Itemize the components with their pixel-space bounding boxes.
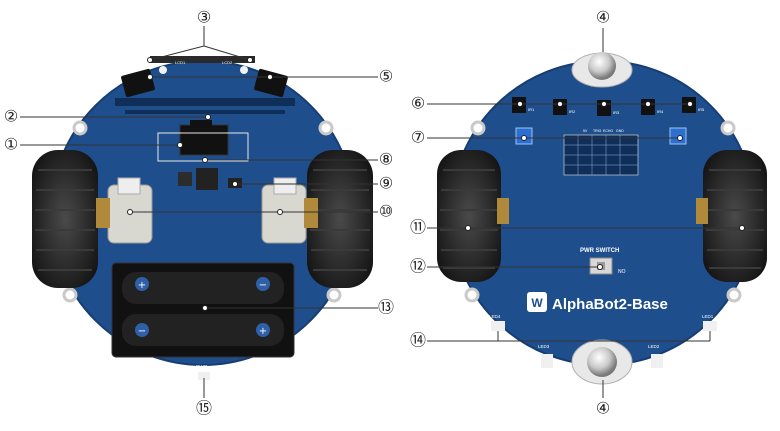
header-labels: 5V TRIG ECHO GND xyxy=(583,129,624,133)
callout-8: ⑧ xyxy=(379,152,393,169)
caster-ball-top xyxy=(588,52,616,80)
battery-terminals xyxy=(135,277,270,337)
led-label: LED4 xyxy=(489,314,501,319)
lcd1-label: LCD1 xyxy=(175,60,186,65)
svg-text:ECHO: ECHO xyxy=(603,129,613,133)
motor-gear xyxy=(304,198,318,228)
caster-ball-bottom xyxy=(587,347,617,377)
callout-5: ⑤ xyxy=(379,69,393,86)
mount-hole xyxy=(464,287,480,303)
chip-small xyxy=(178,172,192,186)
ir-label: IR5 xyxy=(698,107,705,112)
line-sensor-left xyxy=(121,68,155,98)
pwr-label: PWR xyxy=(196,365,208,371)
callout-9: ⑨ xyxy=(379,176,393,193)
svg-text:−: − xyxy=(259,280,267,291)
callout-11: ⑪ xyxy=(410,219,426,237)
callout-3: ③ xyxy=(197,10,211,27)
header-2x8 xyxy=(179,124,229,156)
callout-10: ⑩ xyxy=(379,204,393,221)
pin-strip xyxy=(150,56,255,63)
callout-4-bottom: ④ xyxy=(596,401,610,418)
left-wheel xyxy=(32,150,98,288)
svg-text:+: + xyxy=(138,280,146,291)
pwr-led xyxy=(198,372,210,380)
board-title: AlphaBot2-Base xyxy=(552,296,668,313)
mount-hole xyxy=(726,287,742,303)
callout-13: ⑬ xyxy=(378,299,394,317)
led-label: LED1 xyxy=(702,314,714,319)
leader-dots xyxy=(127,57,745,311)
ir-label: IR3 xyxy=(613,110,620,115)
chip-l298p xyxy=(196,168,218,190)
ir-label: IR2 xyxy=(569,109,576,114)
ir-led xyxy=(159,66,167,74)
callout-6: ⑥ xyxy=(411,96,425,113)
callouts: ③ ⑤ ② ① ⑧ ⑨ ⑩ ⑬ ⑮ ④ ⑥ ⑦ ⑪ ⑫ ⑭ ④ xyxy=(4,10,610,418)
svg-text:W: W xyxy=(531,296,543,310)
motor-shaft-block xyxy=(273,177,297,195)
battery-polarity: + − − + xyxy=(138,280,267,337)
switch-no-label: NO xyxy=(618,269,626,275)
callout-14: ⑭ xyxy=(410,332,426,350)
led-label: LED3 xyxy=(538,344,550,349)
led xyxy=(541,354,553,368)
wheel-tread xyxy=(440,169,764,269)
header-small xyxy=(190,120,212,127)
svg-text:−: − xyxy=(138,326,146,337)
led-label: LED2 xyxy=(648,344,660,349)
svg-text:TRIG: TRIG xyxy=(593,129,602,133)
battery-slot xyxy=(122,314,284,346)
wheel-hub-gear xyxy=(696,198,708,224)
lcd2-label: LCD2 xyxy=(222,60,233,65)
smd-row xyxy=(115,98,295,106)
mount-hole xyxy=(326,287,342,303)
callout-12: ⑫ xyxy=(410,258,426,276)
left-board: LCD1 LCD2 xyxy=(32,56,373,380)
callout-7: ⑦ xyxy=(411,130,425,147)
callout-2: ② xyxy=(4,109,18,126)
line-sensor-right xyxy=(254,68,288,98)
mount-hole xyxy=(318,120,334,136)
motor-shaft-block xyxy=(117,177,141,195)
led xyxy=(703,321,717,331)
ir-sensor-labels: IR1 IR2 IR3 IR4 IR5 xyxy=(528,107,705,115)
mount-hole xyxy=(72,120,88,136)
battery-slot xyxy=(122,272,284,304)
callout-4-top: ④ xyxy=(596,10,610,27)
mount-hole xyxy=(720,120,736,136)
pwr-switch-label: PWR SWITCH xyxy=(580,248,619,254)
ir-led xyxy=(240,66,248,74)
svg-text:5V: 5V xyxy=(583,129,588,133)
motor-gear xyxy=(96,198,110,228)
led xyxy=(651,354,663,368)
mount-hole xyxy=(470,120,486,136)
mount-hole xyxy=(62,287,78,303)
header-grid-lines xyxy=(564,135,638,175)
wheel-hub-gear xyxy=(497,198,509,224)
svg-text:+: + xyxy=(259,326,267,337)
svg-text:GND: GND xyxy=(616,129,624,133)
wheel-tread xyxy=(35,169,370,271)
ir-label: IR4 xyxy=(657,109,664,114)
ir-label: IR1 xyxy=(528,107,535,112)
led xyxy=(491,321,505,331)
smd-row xyxy=(125,110,285,114)
waveshare-logo-icon: W xyxy=(527,292,547,312)
callout-15: ⑮ xyxy=(196,400,212,418)
callout-1: ① xyxy=(4,137,18,154)
